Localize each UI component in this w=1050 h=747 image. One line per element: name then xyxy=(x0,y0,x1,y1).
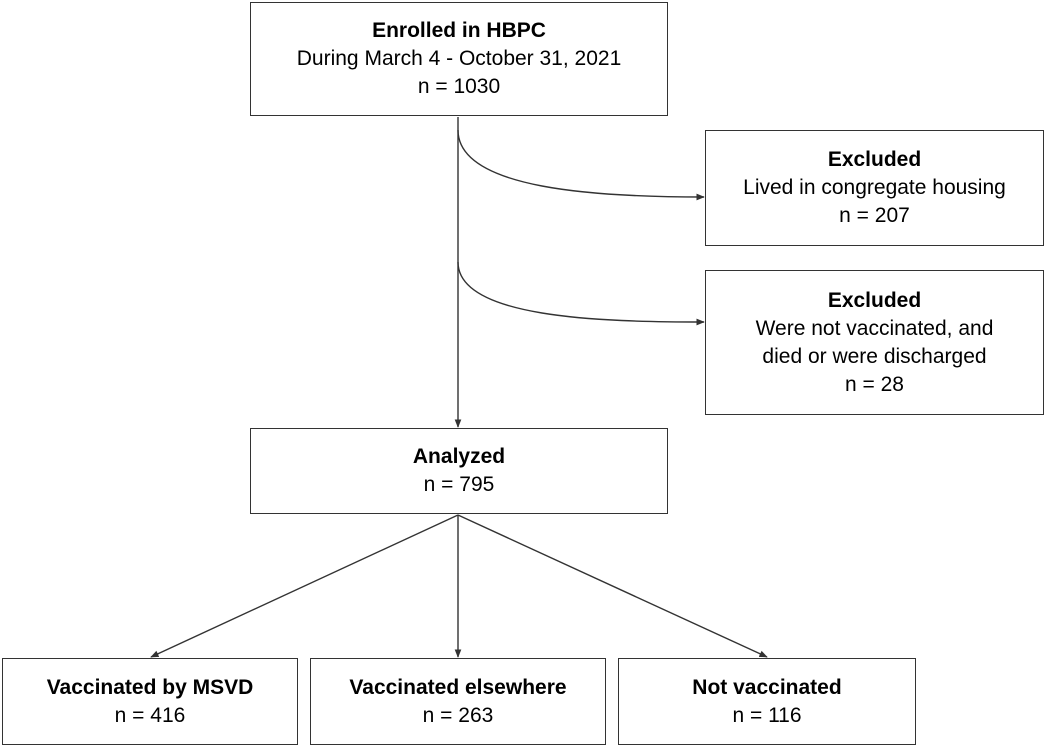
excluded-congregate-title: Excluded xyxy=(827,148,922,171)
excluded-not-vaccinated-box: Excluded Were not vaccinated, and died o… xyxy=(705,270,1044,415)
not-vaccinated-box: Not vaccinated n = 116 xyxy=(618,658,916,745)
enrolled-box: Enrolled in HBPC During March 4 - Octobe… xyxy=(250,2,668,116)
excluded-not-vaccinated-title: Excluded xyxy=(827,288,922,312)
not-vaccinated-count: n = 116 xyxy=(732,703,802,727)
exclusion-arrow-1 xyxy=(457,129,705,201)
branch-arrow-msvd xyxy=(150,514,459,658)
excluded-not-vaccinated-count: n = 28 xyxy=(845,372,904,396)
vaccinated-elsewhere-title: Vaccinated elsewhere xyxy=(349,675,567,699)
exclusion-arrow-2 xyxy=(457,261,705,326)
vaccinated-elsewhere-count: n = 263 xyxy=(422,703,494,727)
vaccinated-msvd-count: n = 416 xyxy=(114,703,186,727)
analyzed-title: Analyzed xyxy=(412,445,506,468)
analyzed-box: Analyzed n = 795 xyxy=(250,428,668,514)
vaccinated-msvd-box: Vaccinated by MSVD n = 416 xyxy=(2,658,298,745)
enrolled-title: Enrolled in HBPC xyxy=(372,19,546,42)
branch-arrow-not-vaccinated xyxy=(457,514,768,658)
excluded-congregate-count: n = 207 xyxy=(839,204,910,227)
not-vaccinated-title: Not vaccinated xyxy=(692,675,842,699)
vaccinated-msvd-title: Vaccinated by MSVD xyxy=(46,675,254,699)
vaccinated-elsewhere-box: Vaccinated elsewhere n = 263 xyxy=(310,658,606,745)
enrolled-period: During March 4 - October 31, 2021 xyxy=(296,47,622,70)
excluded-congregate-reason: Lived in congregate housing xyxy=(743,176,1006,199)
excluded-not-vaccinated-reason-line2: died or were discharged xyxy=(762,344,987,368)
excluded-congregate-box: Excluded Lived in congregate housing n =… xyxy=(705,130,1044,246)
enrolled-count: n = 1030 xyxy=(417,75,501,98)
excluded-not-vaccinated-reason-line1: Were not vaccinated, and xyxy=(755,316,994,340)
analyzed-count: n = 795 xyxy=(423,473,495,496)
